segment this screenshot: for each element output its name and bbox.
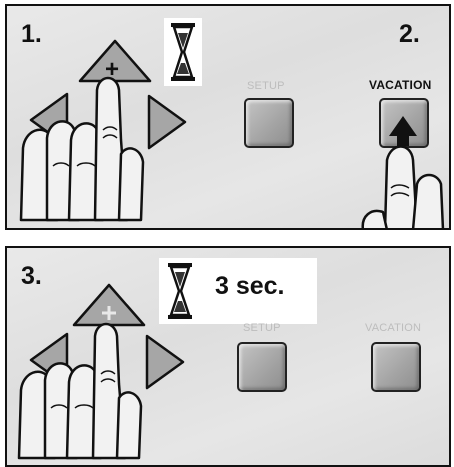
setup-label: SETUP — [243, 322, 281, 334]
vacation-label: VACATION — [369, 78, 432, 92]
hourglass-icon — [164, 18, 202, 86]
hourglass-icon — [163, 260, 197, 322]
vacation-button[interactable] — [371, 342, 421, 392]
hourglass-graphic — [164, 18, 202, 86]
step-1-2-panel: 1. 2. + — [5, 4, 451, 230]
press-arrow-icon — [357, 110, 449, 230]
setup-button[interactable] — [244, 98, 294, 148]
hand-pressing-icon — [15, 70, 165, 230]
hand-pressing-icon — [13, 308, 163, 467]
step-3-panel: 3. 3 sec. SETUP — [5, 246, 451, 467]
setup-button[interactable] — [237, 342, 287, 392]
step-2-label: 2. — [399, 20, 420, 49]
timer-text: 3 sec. — [215, 272, 285, 301]
step-3-label: 3. — [21, 262, 42, 291]
setup-label: SETUP — [247, 80, 285, 92]
step-1-label: 1. — [21, 20, 42, 49]
vacation-label: VACATION — [365, 322, 421, 334]
